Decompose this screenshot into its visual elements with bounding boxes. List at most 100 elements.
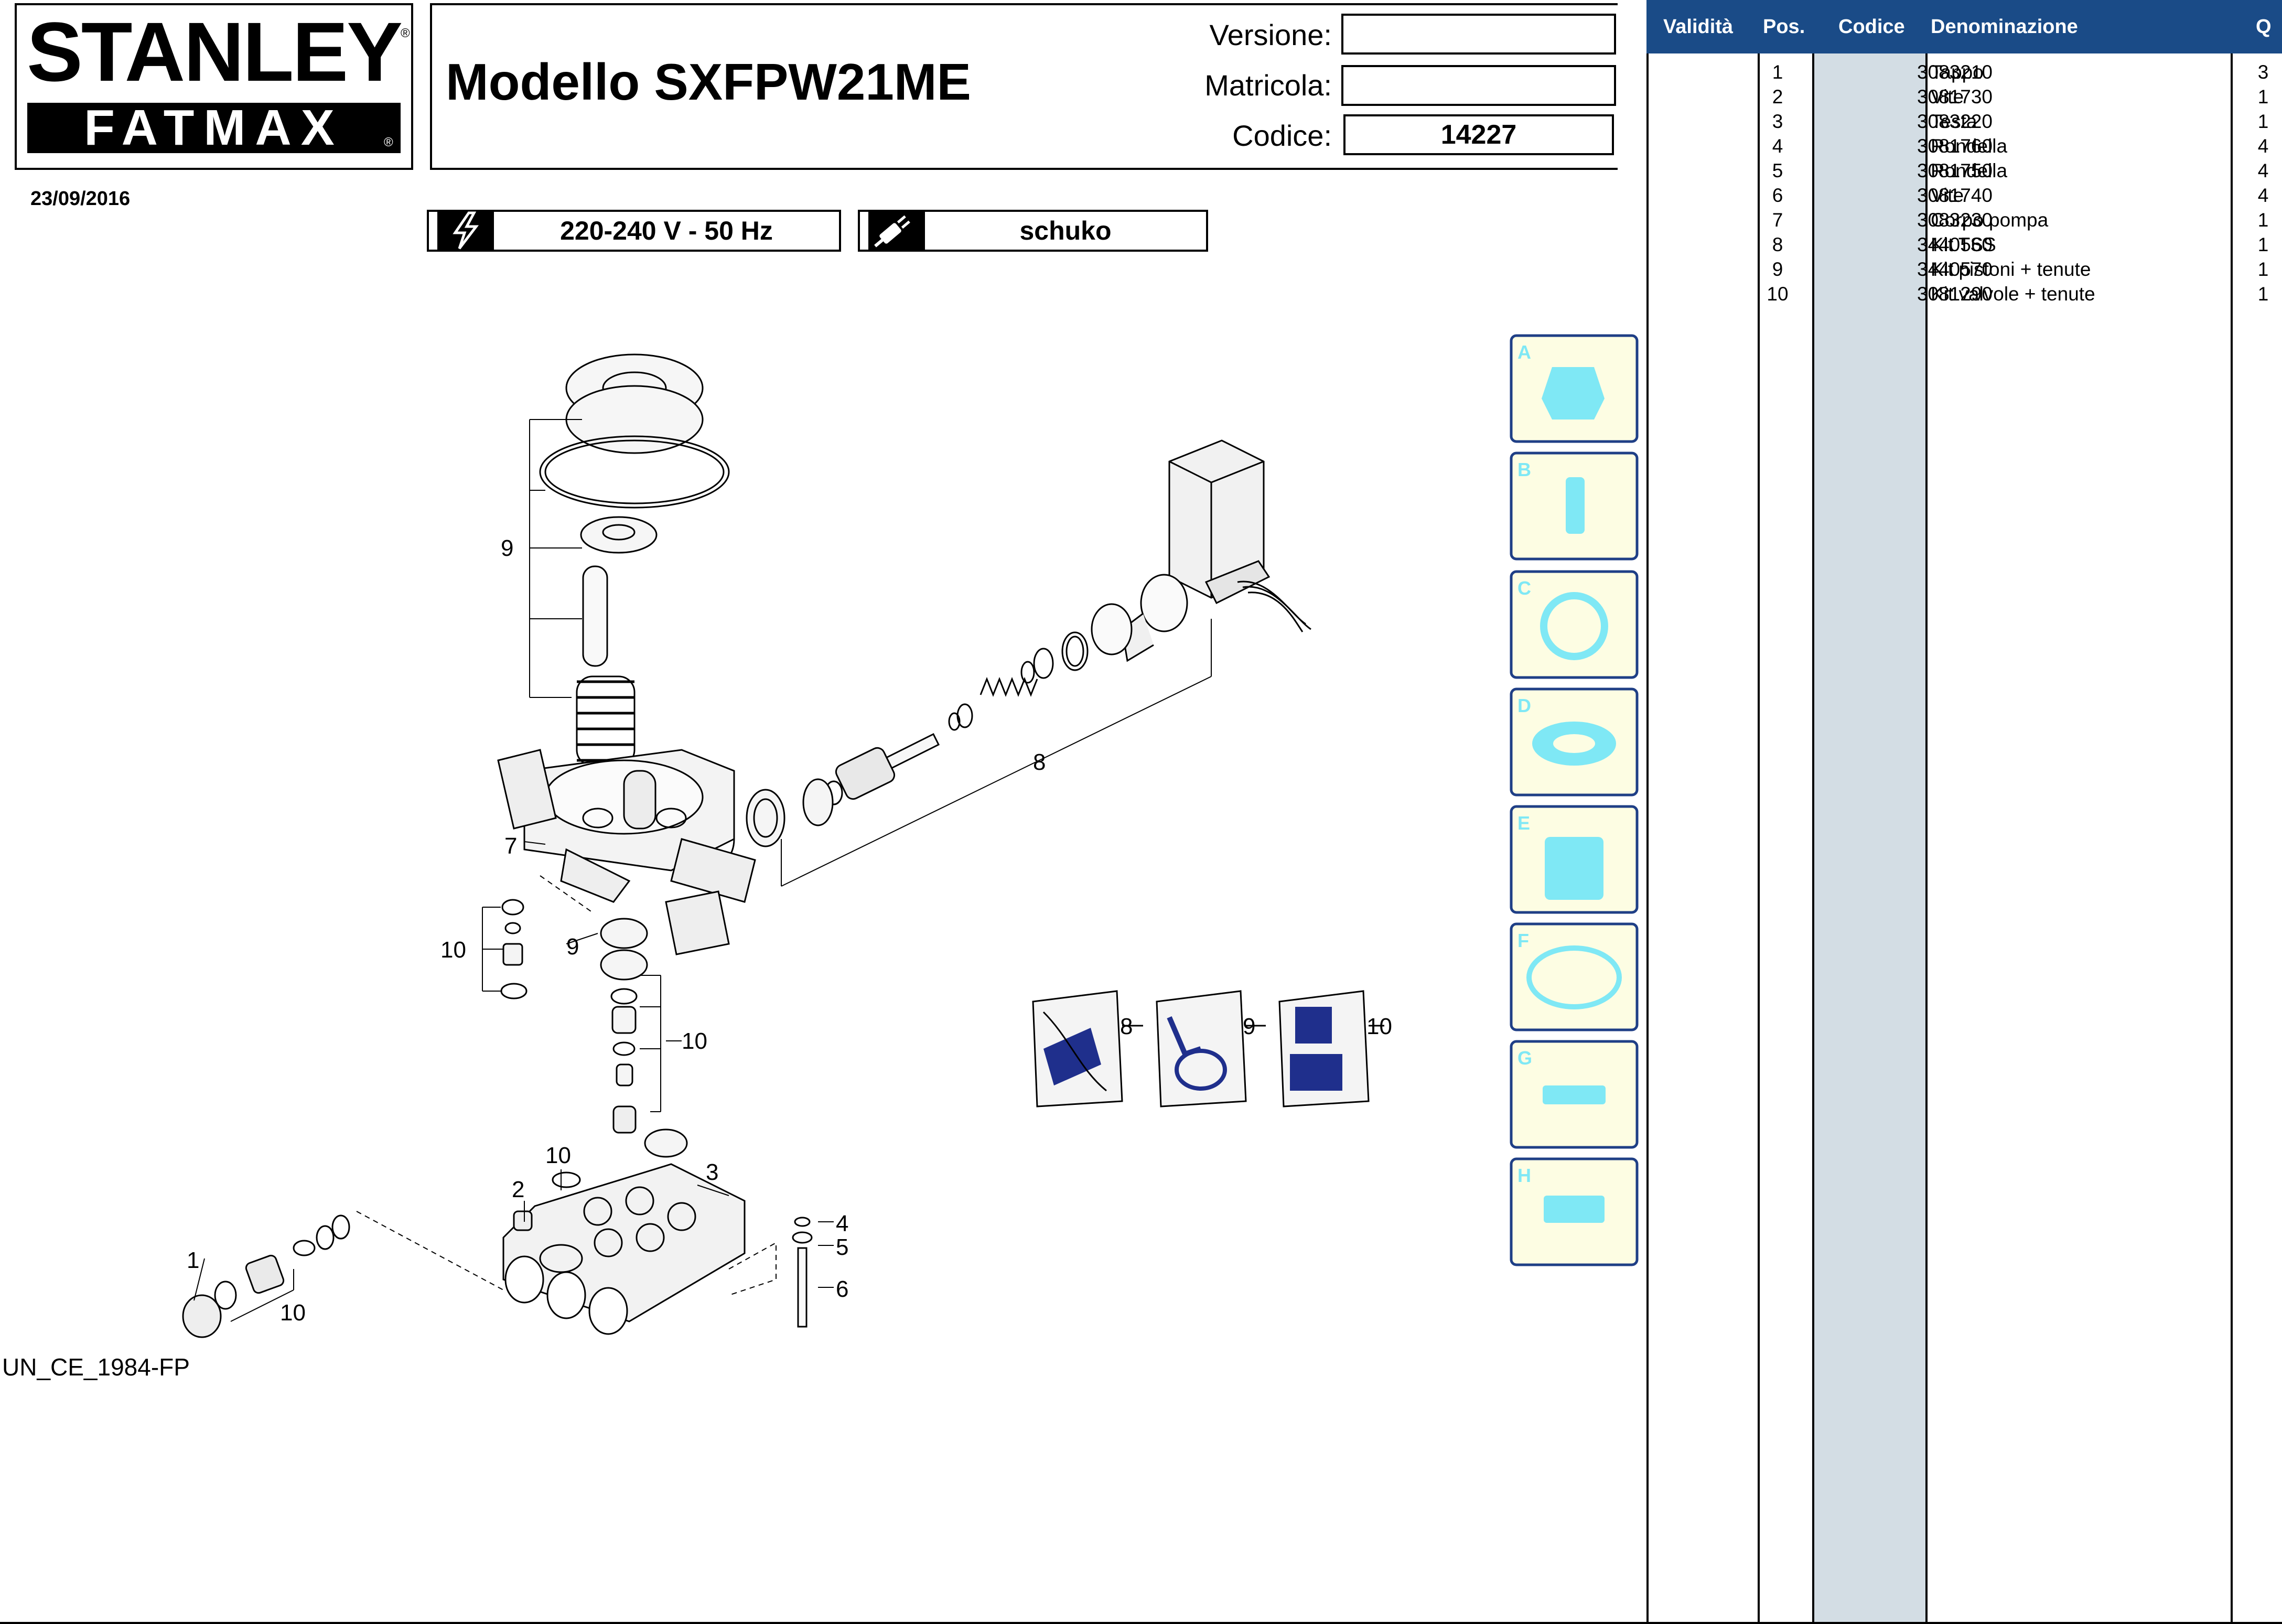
row-qty: 1 bbox=[2257, 86, 2269, 107]
row-code: 3083220 bbox=[1917, 111, 1993, 132]
kit-bag-8: 8 bbox=[1032, 990, 1143, 1107]
row-pos: 6 bbox=[1772, 185, 1783, 206]
row-desc: Testa bbox=[1931, 111, 1977, 132]
callout-9-bottom: 9 bbox=[566, 934, 579, 960]
header-q: Q bbox=[2256, 16, 2272, 38]
row-desc: Rondella bbox=[1931, 135, 2008, 157]
row-pos: 9 bbox=[1772, 259, 1783, 280]
legend-letter-b: B bbox=[1517, 459, 1531, 480]
row-code: 3440570 bbox=[1917, 259, 1993, 280]
table-divider-denominazione bbox=[2231, 53, 2233, 1622]
matricola-field bbox=[1341, 65, 1616, 106]
row-desc: Vite bbox=[1931, 185, 1964, 206]
row-desc: Corpo pompa bbox=[1931, 209, 2049, 231]
legend-letter-e: E bbox=[1517, 812, 1530, 834]
kit-bag-9: 9 bbox=[1156, 990, 1266, 1107]
row-pos: 3 bbox=[1772, 111, 1783, 132]
brand-name-bottom: FATMAX bbox=[84, 100, 344, 156]
pressure-switch-group bbox=[702, 439, 1311, 887]
header-validita: Validità bbox=[1663, 16, 1734, 38]
row-code: 3081760 bbox=[1917, 135, 1993, 157]
row-desc: Kit TSS bbox=[1931, 234, 1996, 255]
legend-letter-a: A bbox=[1517, 341, 1531, 363]
kit-bag-10: 10 bbox=[1278, 990, 1392, 1107]
pump-body-group bbox=[182, 353, 813, 1338]
header-denominazione: Denominazione bbox=[1931, 16, 2078, 38]
row-pos: 1 bbox=[1772, 61, 1783, 83]
row-pos: 4 bbox=[1772, 135, 1783, 157]
brand-name-top: STANLEY bbox=[27, 5, 403, 99]
codice-label: Codice: bbox=[1232, 119, 1332, 152]
legend-box-f: F bbox=[1510, 922, 1639, 1031]
matricola-label: Matricola: bbox=[1204, 69, 1332, 102]
row-desc: Kit valvole + tenute bbox=[1931, 283, 2095, 305]
callout-2: 2 bbox=[512, 1177, 524, 1202]
header-pos: Pos. bbox=[1763, 16, 1805, 38]
legend-box-h: H bbox=[1510, 1157, 1639, 1266]
document-date: 23/09/2016 bbox=[30, 188, 131, 210]
registered-mark-top: ® bbox=[401, 26, 410, 40]
legend-box-c: C bbox=[1510, 570, 1639, 679]
legend-letter-d: D bbox=[1517, 695, 1531, 716]
header-codice: Codice bbox=[1838, 16, 1905, 38]
row-code: 3440560 bbox=[1917, 234, 1993, 255]
row-desc: Rondella bbox=[1931, 160, 2008, 181]
callout-5: 5 bbox=[836, 1234, 848, 1260]
row-desc: Tappo bbox=[1931, 61, 1984, 83]
callout-6: 6 bbox=[836, 1276, 848, 1302]
kit-8-label: 8 bbox=[1120, 1014, 1133, 1039]
callout-10-center: 10 bbox=[682, 1028, 707, 1054]
table-divider-codice bbox=[1925, 53, 1928, 1622]
registered-mark-bottom: ® bbox=[384, 135, 393, 149]
callout-4: 4 bbox=[836, 1211, 848, 1236]
drawing-code: UN_CE_1984-FP bbox=[2, 1353, 190, 1381]
row-qty: 1 bbox=[2257, 234, 2269, 255]
voltage-value: 220-240 V - 50 Hz bbox=[560, 216, 773, 245]
callout-8: 8 bbox=[1033, 749, 1046, 775]
callout-leaders bbox=[193, 841, 834, 1301]
row-pos: 5 bbox=[1772, 160, 1783, 181]
side-legend: A B C D E F G bbox=[1510, 334, 1639, 1266]
header-frame bbox=[430, 3, 1618, 170]
callout-10-left: 10 bbox=[440, 937, 466, 963]
row-qty: 1 bbox=[2257, 111, 2269, 132]
legend-box-g: G bbox=[1510, 1040, 1639, 1149]
kit-9-label: 9 bbox=[1243, 1014, 1255, 1039]
row-qty: 1 bbox=[2257, 283, 2269, 305]
row-code: 3083230 bbox=[1917, 209, 1993, 231]
row-code: 3081290 bbox=[1917, 283, 1993, 305]
table-divider-validita bbox=[1758, 53, 1760, 1622]
page-bottom-rule bbox=[0, 1622, 2282, 1624]
legend-box-a: A bbox=[1510, 334, 1639, 443]
legend-letter-h: H bbox=[1517, 1165, 1531, 1186]
row-qty: 1 bbox=[2257, 209, 2269, 231]
parts-table-header: Validità Pos. Codice Denominazione Q bbox=[1646, 0, 2282, 53]
plug-value: schuko bbox=[1019, 216, 1112, 245]
callout-3: 3 bbox=[706, 1159, 718, 1185]
row-qty: 4 bbox=[2257, 135, 2269, 157]
row-code: 3081740 bbox=[1917, 185, 1993, 206]
row-code: 3081750 bbox=[1917, 160, 1993, 181]
legend-box-b: B bbox=[1510, 451, 1639, 561]
callout-10-head: 10 bbox=[545, 1143, 571, 1168]
row-qty: 4 bbox=[2257, 160, 2269, 181]
voltage-spec: 220-240 V - 50 Hz bbox=[427, 210, 841, 252]
row-desc: Kit pistoni + tenute bbox=[1931, 259, 2091, 280]
exploded-view-diagram: 1 2 3 4 5 6 7 8 9 9 10 10 10 10 8 9 10 A bbox=[182, 334, 1639, 1338]
legend-letter-g: G bbox=[1517, 1047, 1532, 1069]
legend-letter-c: C bbox=[1517, 577, 1531, 599]
row-qty: 1 bbox=[2257, 259, 2269, 280]
row-pos: 10 bbox=[1767, 283, 1789, 305]
callout-10-bottom: 10 bbox=[280, 1300, 306, 1326]
row-code: 3083210 bbox=[1917, 61, 1993, 83]
brand-bar bbox=[27, 103, 401, 153]
